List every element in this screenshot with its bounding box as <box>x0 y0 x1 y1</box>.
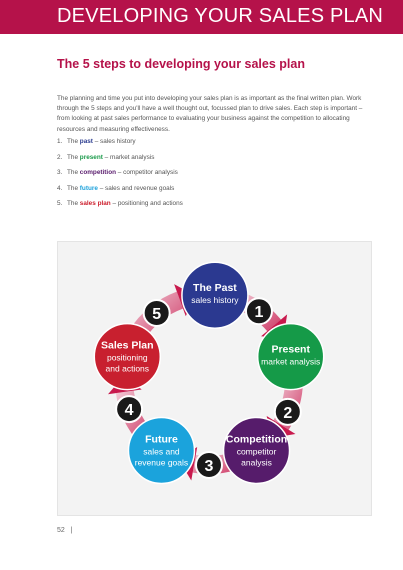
step-number-badge-3: 3 <box>195 451 223 479</box>
step-item-4: 4. The future – sales and revenue goals <box>57 185 183 201</box>
badge-number: 2 <box>283 405 292 422</box>
cycle-node-description: market analysis <box>261 357 320 367</box>
cycle-node-circle <box>93 322 162 391</box>
footer-divider: | <box>66 527 73 534</box>
cycle-node-description: sales and <box>143 446 180 456</box>
step-number-badge-1: 1 <box>244 297 273 326</box>
step-item-2: 2. The present – market analysis <box>57 154 183 170</box>
step-prefix: The <box>67 184 79 192</box>
steps-list: 1. The past – sales history 2. The present… <box>57 138 183 216</box>
step-item-1: 1. The past – sales history <box>57 138 183 154</box>
step-description: – positioning and actions <box>112 200 183 207</box>
cycle-node-description: analysis <box>241 457 272 467</box>
step-number-badge-5: 5 <box>142 299 171 328</box>
cycle-node-title: The Past <box>193 282 237 294</box>
cycle-node-description: and actions <box>106 364 149 374</box>
step-description: – sales and revenue goals <box>99 184 175 192</box>
badge-circle <box>273 397 302 426</box>
cycle-node-title: Present <box>271 344 310 356</box>
cycle-node-description: revenue goals <box>135 457 188 467</box>
page-footer: 52 | <box>57 527 72 534</box>
cycle-node-circle <box>127 416 196 485</box>
step-number: 5. <box>57 200 63 207</box>
cycle-node-circle <box>256 322 325 391</box>
step-prefix: The <box>67 138 79 145</box>
badge-number: 5 <box>152 306 161 323</box>
page-number: 52 <box>57 527 65 534</box>
step-keyword: future <box>79 184 98 192</box>
step-description: – sales history <box>94 138 136 145</box>
step-number-badge-4: 4 <box>115 395 144 424</box>
step-description: – competitor analysis <box>117 169 178 176</box>
badge-number: 3 <box>205 458 214 475</box>
step-number-badge-2: 2 <box>273 397 302 426</box>
step-prefix: The <box>67 169 79 176</box>
cycle-node-description: competitor <box>237 446 277 456</box>
cycle-node-circle <box>181 261 249 329</box>
title-banner: DEVELOPING YOUR SALES PLAN <box>0 0 403 34</box>
section-heading: The 5 steps to developing your sales pla… <box>57 57 305 71</box>
cycle-node-title: Competition <box>226 433 287 445</box>
badge-number: 4 <box>125 402 134 419</box>
step-item-5: 5. The sales plan – positioning and actio… <box>57 200 183 216</box>
badge-circle <box>142 299 171 328</box>
cycle-node-description: sales history <box>191 295 239 305</box>
step-number: 1. <box>57 138 63 145</box>
step-keyword: sales plan <box>79 200 111 207</box>
step-number: 2. <box>57 153 63 161</box>
intro-paragraph: The planning and time you put into devel… <box>57 95 363 133</box>
cycle-node-circle <box>222 416 291 485</box>
step-number: 4. <box>57 184 63 192</box>
step-keyword: past <box>79 138 93 145</box>
badge-number: 1 <box>255 304 264 321</box>
cycle-node-title: Future <box>145 433 178 445</box>
step-keyword: competition <box>79 169 117 176</box>
step-prefix: The <box>67 200 79 207</box>
cycle-node-description: positioning <box>107 353 148 363</box>
step-description: – market analysis <box>104 153 155 161</box>
step-keyword: present <box>79 153 103 161</box>
banner-title: DEVELOPING YOUR SALES PLAN <box>57 5 384 27</box>
badge-circle <box>195 451 223 479</box>
step-number: 3. <box>57 169 63 176</box>
cycle-node-title: Sales Plan <box>101 340 154 352</box>
badge-circle <box>244 297 273 326</box>
step-prefix: The <box>67 153 79 161</box>
badge-circle <box>115 395 144 424</box>
step-item-3: 3. The competition – competitor analysis <box>57 169 183 185</box>
